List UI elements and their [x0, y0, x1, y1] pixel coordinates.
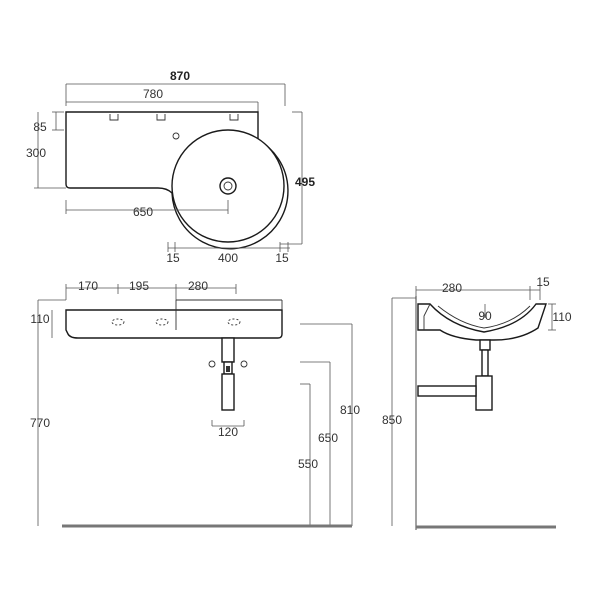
- dim-label-870: 870: [170, 69, 190, 83]
- dim-label-195: 195: [129, 279, 149, 293]
- dim-label-810: 810: [340, 403, 360, 417]
- side-view: 280 15 90 110 850: [382, 275, 572, 530]
- front-view: 170 195 280 120 110 770 810: [30, 279, 360, 528]
- dim-label-280-side: 280: [442, 281, 462, 295]
- side-trap-outlet: [417, 385, 477, 397]
- tap-hole-front-3: [227, 318, 241, 326]
- dim-label-15-side: 15: [536, 275, 550, 289]
- dim-label-110-front: 110: [30, 312, 49, 326]
- overflow-hole: [172, 132, 180, 140]
- tap-hole-marker-1: [109, 114, 119, 121]
- dim-label-770: 770: [30, 416, 50, 430]
- dim-label-85: 85: [33, 120, 47, 134]
- dim-label-120: 120: [218, 425, 238, 439]
- basin-side-wall-bracket: [423, 303, 431, 330]
- dim-label-550: 550: [298, 457, 318, 471]
- dim-label-280: 280: [188, 279, 208, 293]
- drain-outer: [219, 177, 237, 195]
- side-trap-body: [475, 375, 493, 411]
- dim-label-90: 90: [478, 309, 492, 323]
- dim-label-15-left: 15: [166, 251, 180, 265]
- basin-front-outline: [65, 309, 283, 339]
- basin-side-inner: [437, 305, 531, 329]
- tap-hole-marker-3: [229, 114, 239, 121]
- dim-label-650: 650: [133, 205, 153, 219]
- dim-label-400: 400: [218, 251, 238, 265]
- dim-label-170: 170: [78, 279, 98, 293]
- tap-hole-front-2: [155, 318, 169, 326]
- fixing-right: [240, 360, 248, 368]
- dim-label-780: 780: [143, 87, 163, 101]
- tap-hole-front-1: [111, 318, 125, 326]
- dim-label-495: 495: [295, 175, 315, 189]
- dim-label-650-front: 650: [318, 431, 338, 445]
- dim-label-15-right: 15: [275, 251, 289, 265]
- side-waste-top: [479, 339, 491, 351]
- basin-side-profile: [417, 303, 547, 341]
- top-view: 870 780 85 300 495: [26, 69, 315, 265]
- drain-inner: [223, 181, 233, 191]
- fixing-left: [208, 360, 216, 368]
- dim-label-300: 300: [26, 146, 46, 160]
- waste-trap-core: [226, 366, 230, 372]
- tap-hole-marker-2: [156, 114, 166, 121]
- side-waste-stem: [481, 349, 489, 377]
- dim-label-110-side: 110: [552, 310, 571, 324]
- waste-pipe-upper: [221, 337, 235, 363]
- waste-pipe-lower: [221, 373, 235, 411]
- dim-label-850: 850: [382, 413, 402, 427]
